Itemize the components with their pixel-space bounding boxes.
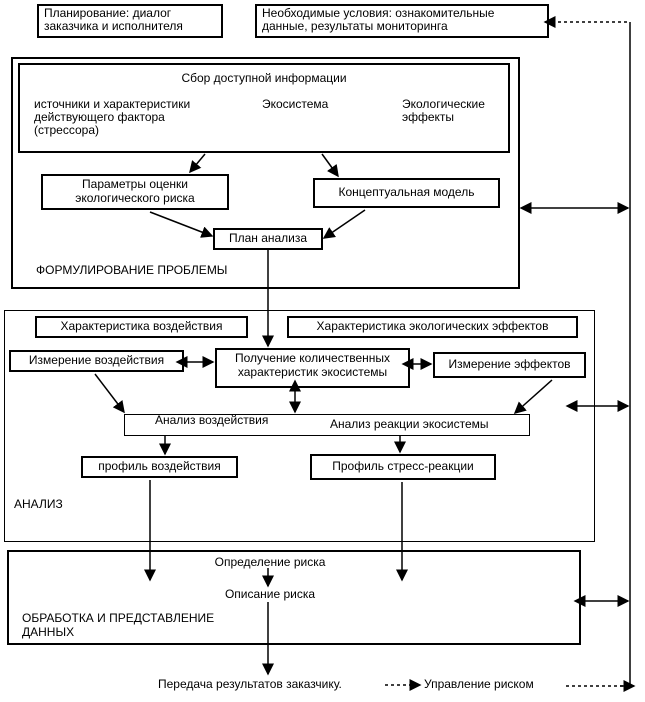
effects-measure-box (433, 352, 586, 378)
conditions-line-2: данные, результаты мониторинга (262, 19, 448, 33)
plan-label: План анализа (228, 231, 308, 245)
quant-box (215, 348, 410, 388)
arrow-params-to-plan (149, 211, 214, 238)
risk-frame (7, 550, 581, 645)
effects-line-2: эффекты (402, 110, 455, 124)
sources-line-3: (стрессора) (34, 123, 99, 137)
exposure-char-box (35, 316, 248, 338)
analysis-bar (124, 414, 530, 436)
risk-definition-label: Определение риска (214, 555, 326, 569)
effects-measure-label: Измерение эффектов (448, 357, 571, 371)
stress-profile-box (310, 454, 496, 480)
conditions-line-1: Необходимые условия: ознакомительные (262, 6, 495, 20)
conditions-box (255, 4, 549, 38)
formulation-section-label: ФОРМУЛИРОВАНИЕ ПРОБЛЕМЫ (36, 263, 228, 277)
effects-line-1: Экологические (402, 97, 485, 111)
quant-line-1: Получение количественных (234, 351, 390, 365)
effects-char-box (287, 316, 578, 338)
stress-profile-label: Профиль стресс-реакции (332, 459, 474, 473)
risk-description-label: Описание риска (224, 587, 316, 601)
analysis-section-label: АНАЛИЗ (14, 497, 63, 511)
exposure-char-label: Характеристика воздействия (60, 319, 223, 333)
management-label: Управление риском (424, 677, 534, 691)
exposure-profile-box (81, 456, 238, 478)
planning-line-2: заказчика и исполнителя (44, 19, 183, 33)
arrow-collect-to-params (189, 153, 206, 174)
concept-model-box (313, 178, 500, 208)
sources-line-1: источники и характеристики (34, 97, 191, 111)
transfer-label: Передача результатов заказчику. (158, 677, 342, 691)
params-line-2: экологического риска (75, 191, 195, 205)
ecosystem-label: Экосистема (262, 97, 329, 111)
arrow-exposure-measure-to-bar (94, 373, 125, 414)
risk-section-label-1: ОБРАБОТКА И ПРЕДСТАВЛЕНИЕ (22, 611, 215, 625)
exposure-profile-label: профиль воздействия (98, 459, 221, 473)
risk-section-label-2: ДАННЫХ (22, 625, 75, 639)
sources-line-2: действующего фактора (34, 110, 165, 124)
exposure-analysis-label: Анализ воздействия (155, 413, 269, 427)
arrow-model-to-plan (322, 209, 366, 239)
exposure-measure-label: Измерение воздействия (28, 353, 165, 367)
planning-line-1: Планирование: диалог (44, 6, 172, 20)
arrow-collect-to-model (321, 153, 339, 178)
collect-info-title: Сбор доступной информации (181, 71, 347, 85)
response-analysis-label: Анализ реакции экосистемы (330, 417, 489, 431)
quant-line-2: характеристик экосистемы (237, 365, 388, 379)
concept-model-label: Концептуальная модель (338, 185, 475, 199)
plan-box (213, 228, 323, 250)
params-line-1: Параметры оценки (82, 177, 188, 191)
arrow-effects-measure-to-bar (513, 379, 553, 414)
params-box (41, 174, 229, 210)
collect-info-box (18, 63, 510, 153)
planning-box (37, 4, 223, 38)
effects-char-label: Характеристика экологических эффектов (316, 319, 549, 333)
